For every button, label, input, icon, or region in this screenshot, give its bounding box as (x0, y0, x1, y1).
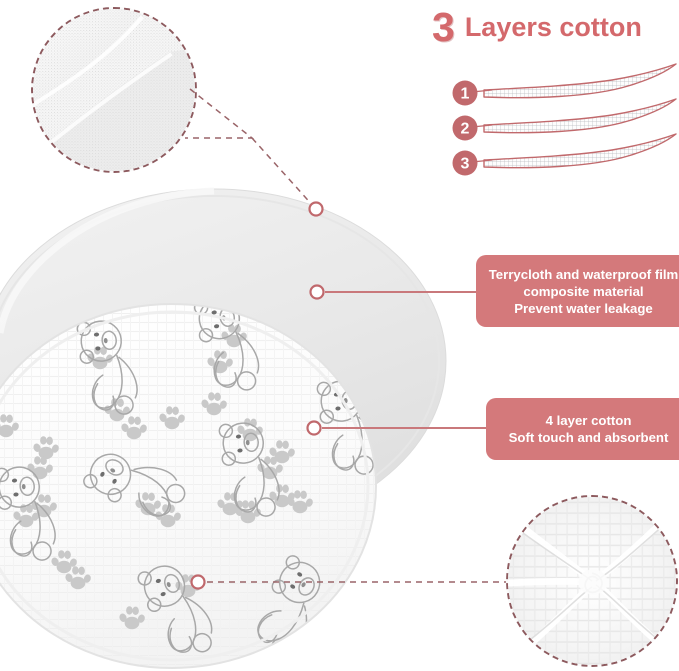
callout-cotton-line-2: Soft touch and absorbent (508, 430, 669, 445)
svg-text:3: 3 (461, 156, 470, 173)
callout-waterproof: Terrycloth and waterproof film composite… (476, 255, 679, 327)
fabric-sheet-1 (483, 63, 677, 99)
callout-cotton-line-1: 4 layer cotton (545, 413, 632, 428)
muslin-closeup-inset (506, 495, 678, 667)
layer-count-number: 3 (432, 3, 455, 50)
layer-badge-3: 3 (452, 150, 478, 176)
fabric-sheet-3 (483, 133, 677, 169)
svg-text:1: 1 (461, 86, 470, 103)
terrycloth-closeup-inset (31, 7, 197, 173)
layer-badge-2: 2 (452, 115, 478, 141)
page-title: 3 Layers cotton (432, 4, 676, 50)
layer-stack-diagram: 1 2 3 (452, 57, 679, 183)
callout-cotton: 4 layer cotton Soft touch and absorbent (486, 398, 679, 460)
layer-badge-1: 1 (452, 80, 478, 106)
fabric-sheet-2 (483, 98, 677, 134)
svg-text:2: 2 (461, 121, 470, 138)
callout-waterproof-line-1: Terrycloth and waterproof film (488, 266, 679, 282)
callout-waterproof-line-3: Prevent water leakage (514, 300, 653, 316)
callout-waterproof-line-2: composite material (523, 283, 644, 299)
page-title-text: Layers cotton (464, 11, 642, 42)
printed-muslin-pad (0, 300, 382, 671)
